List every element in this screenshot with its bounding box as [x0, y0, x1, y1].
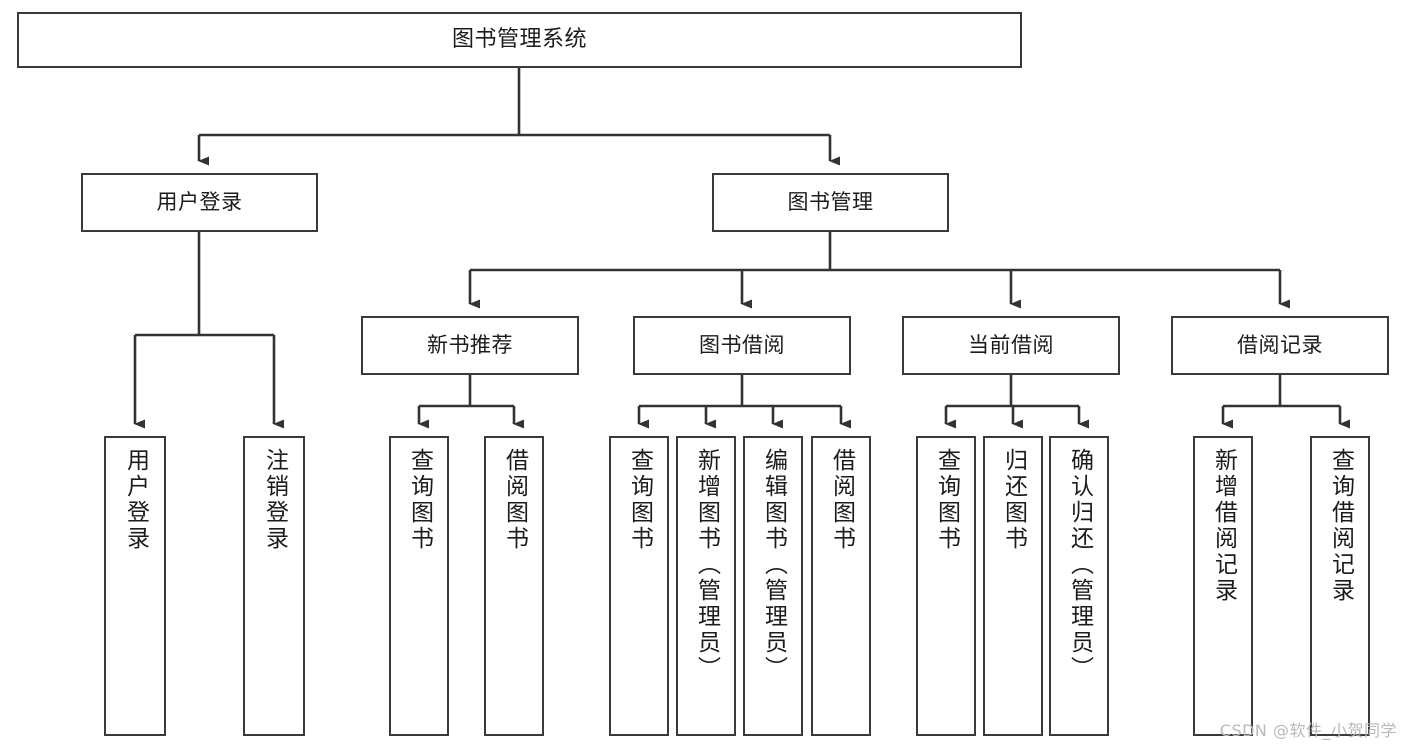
node-label: 图书借阅: [699, 333, 785, 358]
node-book-management[interactable]: 图书管理: [712, 173, 949, 232]
node-label: 图书管理系统: [451, 27, 587, 53]
leaf-current-confirm-return-admin[interactable]: 确认归还（管理员）: [1049, 436, 1109, 736]
node-label: 当前借阅: [968, 333, 1054, 358]
node-label: 用户登录: [156, 190, 243, 215]
node-borrow-record[interactable]: 借阅记录: [1171, 316, 1389, 375]
leaf-recommend-query-book[interactable]: 查询图书: [389, 436, 449, 736]
node-new-book-recommend[interactable]: 新书推荐: [361, 316, 579, 375]
node-label: 注销登录: [261, 448, 288, 552]
leaf-borrow-borrow-book[interactable]: 借阅图书: [811, 436, 871, 736]
csdn-watermark: CSDN @软件_小贺同学: [1219, 721, 1397, 740]
node-label: 借阅图书: [501, 448, 528, 552]
node-label: 新增图书（管理员）: [693, 448, 720, 682]
node-label: 借阅图书: [828, 448, 855, 552]
node-user-login[interactable]: 用户登录: [81, 173, 318, 232]
node-label: 确认归还（管理员）: [1066, 448, 1093, 682]
node-label: 查询借阅记录: [1327, 448, 1354, 604]
leaf-recommend-borrow-book[interactable]: 借阅图书: [484, 436, 544, 736]
node-label: 查询图书: [406, 448, 433, 552]
node-label: 新增借阅记录: [1210, 448, 1237, 604]
node-label: 新书推荐: [427, 333, 513, 358]
node-label: 编辑图书（管理员）: [760, 448, 787, 682]
leaf-borrow-add-book-admin[interactable]: 新增图书（管理员）: [676, 436, 736, 736]
leaf-borrow-query-book[interactable]: 查询图书: [609, 436, 669, 736]
leaf-current-return-book[interactable]: 归还图书: [983, 436, 1043, 736]
node-label: 借阅记录: [1237, 333, 1323, 358]
node-label: 查询图书: [626, 448, 653, 552]
node-label: 归还图书: [1000, 448, 1027, 552]
node-root-library-system[interactable]: 图书管理系统: [17, 12, 1022, 68]
leaf-borrow-edit-book-admin[interactable]: 编辑图书（管理员）: [743, 436, 803, 736]
leaf-user-login-logout[interactable]: 注销登录: [243, 436, 305, 736]
node-current-borrow[interactable]: 当前借阅: [902, 316, 1120, 375]
node-label: 用户登录: [122, 448, 149, 552]
node-book-borrow[interactable]: 图书借阅: [633, 316, 851, 375]
leaf-current-query-book[interactable]: 查询图书: [916, 436, 976, 736]
leaf-user-login-login[interactable]: 用户登录: [104, 436, 166, 736]
leaf-record-add-borrow-record[interactable]: 新增借阅记录: [1193, 436, 1253, 736]
node-label: 查询图书: [933, 448, 960, 552]
leaf-record-query-borrow-record[interactable]: 查询借阅记录: [1310, 436, 1370, 736]
node-label: 图书管理: [787, 190, 874, 215]
